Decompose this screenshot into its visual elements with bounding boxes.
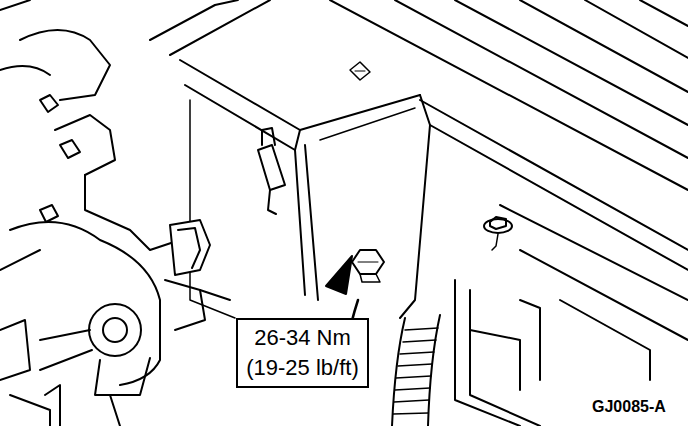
torque-conversion: (19-25 lb/ft) bbox=[246, 353, 359, 383]
corrugated-hose bbox=[392, 315, 440, 426]
torque-value: 26-34 Nm bbox=[246, 323, 359, 353]
torque-spec-box: 26-34 Nm(19-25 lb/ft) bbox=[236, 318, 369, 388]
lower-housing bbox=[455, 280, 540, 426]
mounting-bracket bbox=[180, 60, 430, 318]
plenum-cover bbox=[150, 0, 688, 380]
bracket-bolt bbox=[352, 250, 384, 282]
washer-screw bbox=[484, 217, 512, 250]
pump-assembly bbox=[0, 0, 230, 426]
electrical-connector bbox=[258, 128, 285, 214]
figure-code: GJ0085-A bbox=[590, 398, 668, 416]
